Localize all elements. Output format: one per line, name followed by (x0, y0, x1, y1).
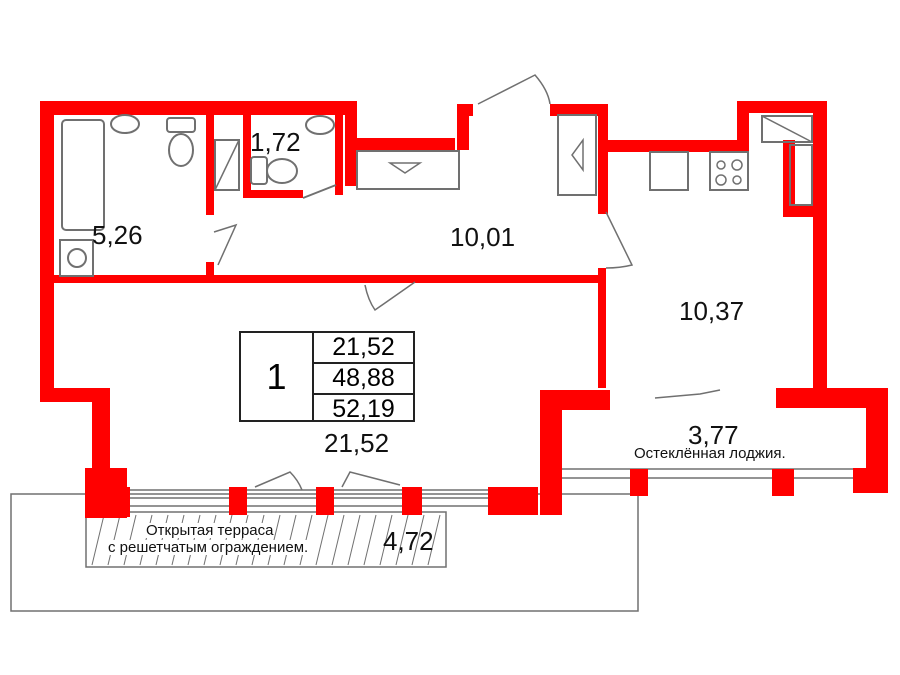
fixtures (59, 114, 813, 399)
radiator-icon (789, 144, 813, 206)
living-area-value: 21,52 (332, 333, 395, 361)
window-slider-icon (654, 389, 721, 399)
hanger-2-icon (571, 137, 584, 173)
wardrobe-2-icon (557, 114, 597, 196)
kitchen-area: 10,37 (679, 296, 745, 326)
terrace-inner-outline (85, 511, 447, 568)
total-with-outdoor-value: 52,19 (314, 393, 413, 424)
toilet-tank-icon (166, 117, 196, 133)
doors (213, 74, 634, 491)
wc-area: 1,72 (250, 127, 301, 157)
apartment-summary-box: 1 21,52 48,88 52,19 (239, 331, 415, 424)
shower-icon (214, 139, 240, 191)
wc-toilet-tank-icon (250, 156, 268, 185)
terrace-note-line1: Открытая терраса (146, 522, 274, 539)
loggia-note: Остеклённая лоджия. (634, 445, 786, 462)
wc-sink-icon (305, 115, 335, 135)
total-area-value: 48,88 (314, 362, 413, 393)
terrace-area: 4,72 (383, 526, 434, 556)
windows (125, 468, 860, 507)
sink-icon (110, 114, 140, 134)
stove-icon (709, 151, 749, 191)
bathroom-area: 5,26 (92, 220, 143, 250)
hanger-icon (387, 162, 423, 174)
rooms-count: 1 (241, 333, 314, 420)
hallway-area: 10,01 (450, 222, 516, 252)
bathtub-icon (61, 119, 105, 231)
toilet-icon (168, 133, 194, 167)
walls (40, 101, 888, 518)
living-room-area: 21,52 (324, 428, 390, 458)
wc-toilet-icon (266, 158, 298, 184)
terrace-note-line2: с решетчатым ограждением. (108, 539, 309, 556)
washing-machine-icon (59, 239, 94, 277)
wardrobe-icon (356, 150, 460, 190)
boiler-icon (761, 115, 813, 143)
kitchen-sink-icon (649, 151, 689, 191)
loggia-area: 3,77 (688, 420, 739, 450)
